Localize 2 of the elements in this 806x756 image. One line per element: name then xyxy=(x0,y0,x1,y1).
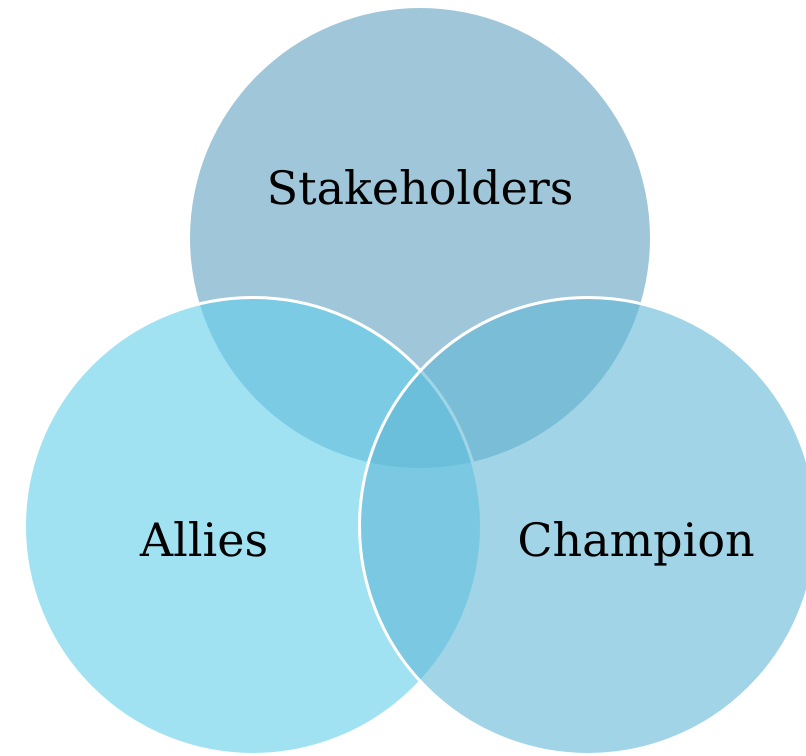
circle-label: Allies xyxy=(140,517,268,563)
circle-label: Stakeholders xyxy=(266,165,574,211)
